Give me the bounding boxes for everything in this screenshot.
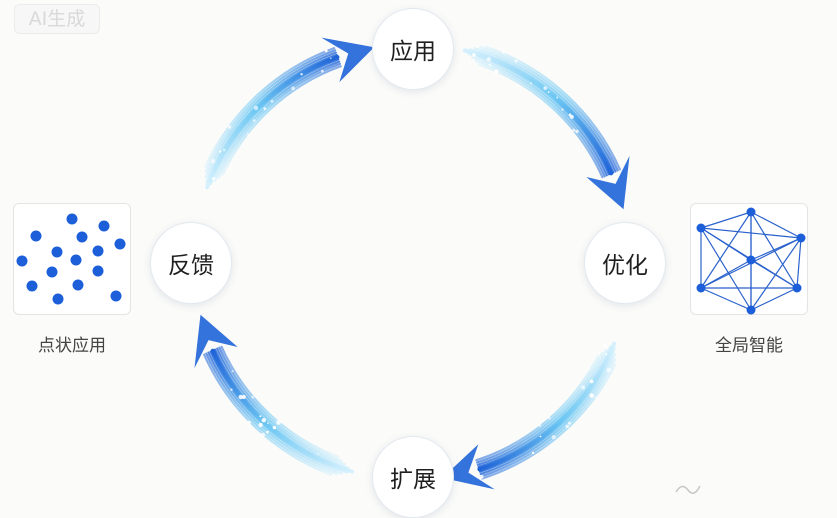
- watermark: AI生成: [14, 4, 100, 34]
- sparkle-particle: [493, 69, 499, 74]
- network-node: [696, 283, 706, 293]
- sparkle-particle: [581, 385, 586, 390]
- arrow-feedback-to-apply: [204, 37, 375, 190]
- sparkle-particle: [606, 367, 611, 373]
- sparkle-particle: [556, 96, 559, 99]
- sparkle-particle: [276, 420, 281, 425]
- sparkle-particle: [317, 453, 319, 455]
- network-node: [696, 223, 706, 233]
- sparkle-particle: [568, 421, 571, 425]
- sparkle-particle: [486, 57, 492, 62]
- arrow-apply-to-optimize: [462, 45, 630, 210]
- sparkle-particle: [472, 53, 476, 57]
- sparkle-particle: [589, 368, 591, 371]
- sparkle-particle: [218, 150, 222, 153]
- sparkle-particle: [514, 59, 518, 63]
- sparkle-particle: [569, 114, 574, 119]
- sparkle-particle: [253, 105, 259, 111]
- sparkle-particle: [238, 394, 244, 400]
- sparkle-particle: [222, 148, 226, 152]
- sparkle-particle: [272, 425, 277, 430]
- panel-caption-global-intelligence: 全局智能: [715, 336, 783, 356]
- sparkle-particle: [572, 128, 576, 132]
- network-edge: [750, 287, 798, 311]
- network-edge: [700, 211, 752, 289]
- sparkle-particle: [488, 63, 492, 67]
- sparkle-particle: [251, 395, 255, 399]
- network-node: [746, 305, 756, 315]
- sparkle-particle: [538, 424, 542, 427]
- network-edge: [700, 259, 752, 289]
- sparkle-particle: [241, 395, 246, 399]
- network-edge: [750, 237, 802, 311]
- network-edge: [700, 211, 752, 229]
- sparkle-particle: [589, 393, 594, 398]
- network-edge: [750, 259, 798, 289]
- network-edge: [700, 227, 752, 311]
- network-edge: [700, 227, 802, 239]
- network-node: [746, 255, 756, 265]
- sparkle-particle: [604, 353, 608, 356]
- sparkle-particle: [548, 417, 551, 420]
- sparkle-particle: [258, 422, 263, 428]
- network-graph-icon: [696, 207, 806, 315]
- network-edge: [700, 287, 752, 311]
- network-node: [796, 233, 806, 243]
- sparkle-particle: [565, 424, 569, 429]
- sparkle-particle: [320, 69, 324, 73]
- network-edge: [750, 211, 802, 239]
- arrow-optimize-to-expand: [442, 341, 617, 490]
- sparkle-particle: [594, 396, 597, 399]
- sparkle-particle: [551, 435, 556, 440]
- sparkle-particle: [530, 82, 532, 85]
- sparkle-particle: [501, 50, 505, 54]
- sparkle-particle: [270, 99, 274, 103]
- sparkle-particle: [259, 415, 262, 418]
- sparkle-particle: [261, 418, 266, 423]
- sparkle-particle: [547, 91, 550, 93]
- node-optimize: 优化: [584, 222, 666, 304]
- node-feedback: 反馈: [150, 222, 232, 304]
- sparkle-particle: [291, 86, 295, 91]
- sparkle-particle: [539, 435, 542, 438]
- sparkle-particle: [543, 86, 548, 90]
- scattered-dots-panel: [13, 203, 131, 315]
- sparkle-particle: [479, 474, 484, 479]
- sparkle-particle: [561, 108, 564, 111]
- network-node: [746, 207, 756, 217]
- arrow-expand-to-feedback: [194, 314, 354, 476]
- network-edge: [796, 237, 802, 289]
- sparkle-particle: [260, 432, 266, 438]
- pen-stroke-mark: [675, 485, 701, 494]
- sparkle-particle: [343, 53, 345, 56]
- sparkle-particle: [230, 388, 233, 391]
- node-apply: 应用: [372, 8, 454, 90]
- sparkle-particle: [531, 451, 535, 455]
- sparkle-particle: [589, 379, 594, 384]
- sparkle-particle: [210, 159, 216, 164]
- sparkle-particle: [266, 430, 269, 434]
- sparkle-particle: [329, 57, 332, 59]
- sparkle-particle: [252, 119, 256, 122]
- sparkle-particle: [231, 370, 234, 373]
- sparkle-particle: [212, 177, 216, 181]
- sparkle-particle: [247, 420, 251, 425]
- sparkle-particle: [267, 422, 269, 424]
- sparkle-particle: [227, 125, 232, 129]
- sparkle-particle: [263, 107, 267, 111]
- panel-caption-point-application: 点状应用: [38, 336, 106, 356]
- sparkle-particle: [324, 49, 328, 53]
- sparkle-particle: [247, 133, 250, 136]
- network-graph-panel: [690, 203, 808, 315]
- sparkle-particle: [608, 178, 612, 182]
- network-node: [792, 283, 802, 293]
- sparkle-particle: [300, 73, 303, 76]
- node-expand: 扩展: [372, 436, 454, 518]
- scattered-dots-icon: [16, 213, 126, 305]
- sparkle-particle: [603, 343, 608, 348]
- sparkle-particle: [333, 473, 335, 476]
- sparkle-particle: [575, 129, 579, 134]
